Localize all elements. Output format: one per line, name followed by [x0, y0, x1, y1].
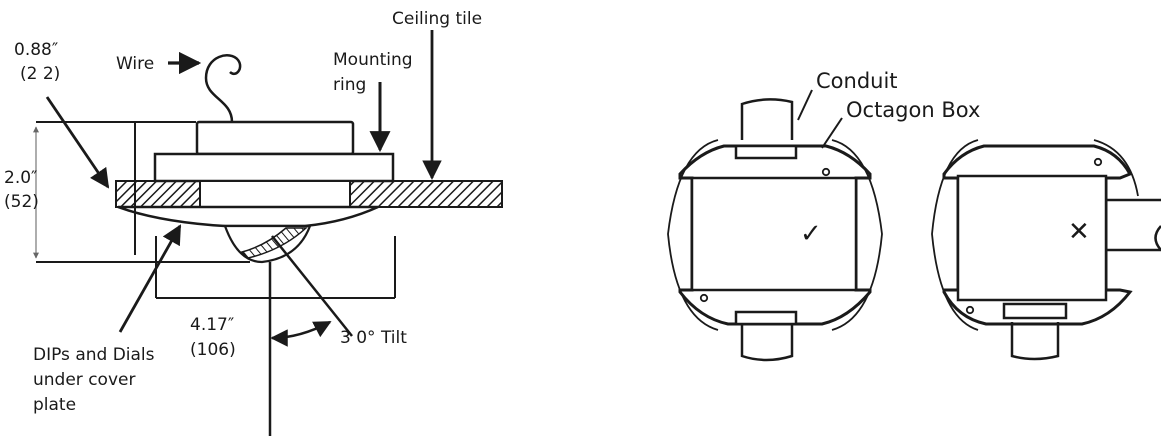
cover-plate: [117, 205, 379, 228]
tilt-arc: [270, 320, 332, 347]
sensor-body: [199, 180, 351, 208]
ring-label: ring: [333, 75, 366, 95]
height-in-label: 2.0″: [4, 168, 37, 188]
x-mark-icon: ✕: [1068, 217, 1090, 247]
sensor-plate-2: [956, 174, 1108, 302]
lens-facets: [240, 227, 308, 259]
ceiling-tile-right: [349, 180, 503, 208]
wire: [204, 54, 242, 123]
screw-hole: [699, 293, 709, 303]
tilt-axis: [271, 235, 353, 337]
octagon-box-correct: ✓: [667, 98, 883, 362]
tab-top: [734, 144, 798, 160]
octagon-arc-right: [831, 139, 883, 331]
conduit-side: [1106, 198, 1161, 252]
octagon-box-label: Octagon Box: [846, 98, 980, 122]
depth-mm-label: (2 2): [20, 64, 60, 84]
conduit-label: Conduit: [816, 69, 898, 93]
wire-label: Wire: [116, 54, 154, 74]
conduit-leader: [797, 89, 813, 121]
screw-hole: [821, 167, 831, 177]
conduit-bottom: [740, 322, 794, 362]
dips-label-line3: plate: [33, 395, 76, 415]
sensor-top-housing: [195, 120, 355, 156]
height-mm-label: (52): [4, 192, 39, 212]
dips-label-line2: under cover: [33, 370, 135, 390]
octagon-arc-2: [931, 139, 979, 331]
mounting-ring: [153, 152, 395, 183]
screw-hole: [1093, 157, 1103, 167]
octagon-arc-2-right: [1093, 139, 1139, 197]
width-mm-label: (106): [190, 340, 236, 360]
tab-bottom-2: [1002, 302, 1068, 320]
width-in-label: 4.17″: [190, 315, 234, 335]
conduit-top: [740, 98, 794, 140]
sensor-plate: [690, 176, 858, 292]
depth-in-label: 0.88″: [14, 40, 58, 60]
mounting-label: Mounting: [333, 50, 413, 70]
octagon-box-incorrect: ✕: [931, 139, 1161, 361]
conduit-side-end: [1154, 225, 1161, 251]
dips-arrow: [118, 224, 182, 333]
ceiling-tile-left: [115, 180, 201, 208]
tab-bottom: [734, 310, 798, 326]
sensor-cross-section: Ceiling tile Wire Mounting ring 0.88″ (2…: [4, 9, 503, 436]
octagon-leader: [821, 117, 843, 149]
octagon-arc: [667, 139, 719, 331]
screw-hole: [965, 305, 975, 315]
check-mark-icon: ✓: [800, 219, 822, 249]
depth-arrow: [45, 96, 110, 189]
tilt-label: 3 0° Tilt: [340, 328, 407, 348]
ceiling-tile-label: Ceiling tile: [392, 9, 482, 29]
dips-label-line1: DIPs and Dials: [33, 345, 155, 365]
conduit-bottom-2: [1010, 322, 1060, 361]
